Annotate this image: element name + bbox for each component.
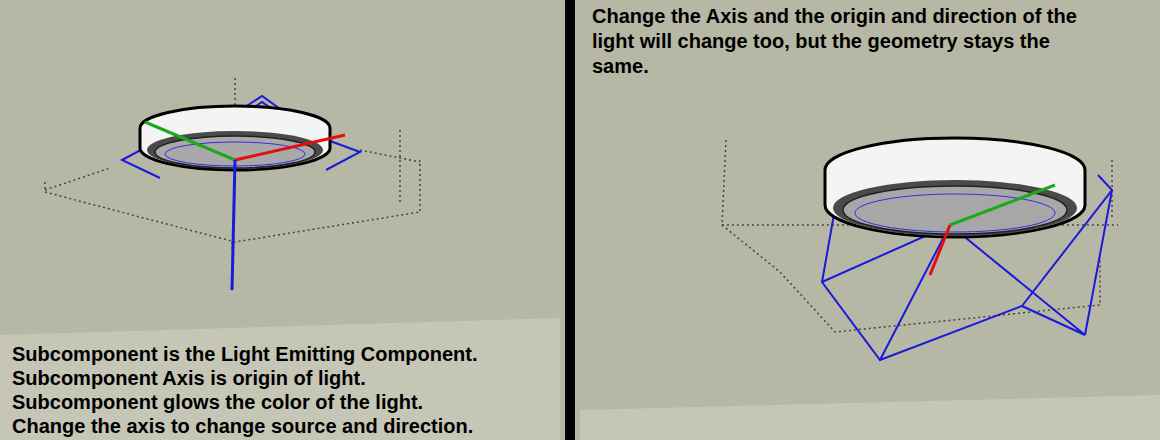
fixture-rim [833,180,1077,236]
note-line: Change the axis to change source and dir… [12,414,473,438]
divider [565,0,575,440]
dotted-edge [45,168,110,190]
fixture-body [825,138,1085,237]
light-ring [855,194,1055,232]
note-line: Subcomponent Axis is origin of light. [12,366,366,390]
wire [880,225,950,360]
floor-left [0,318,560,440]
note-line: Subcomponent is the Light Emitting Compo… [12,342,478,366]
green-axis [950,185,1055,225]
note-line: Subcomponent glows the color of the ligh… [12,390,423,414]
dotted-edge [360,150,420,162]
dotted-edge [399,130,401,205]
note-paragraph: Change the Axis and the origin and direc… [592,4,1112,79]
wire [822,225,1085,335]
red-axis [235,135,345,160]
red-axis [930,225,950,275]
floor-right [580,395,1160,440]
light-wireframe-left [122,96,360,178]
green-axis [145,122,235,160]
wire [1085,190,1112,335]
fixture-lens [843,186,1067,234]
blue-axis [232,160,235,290]
